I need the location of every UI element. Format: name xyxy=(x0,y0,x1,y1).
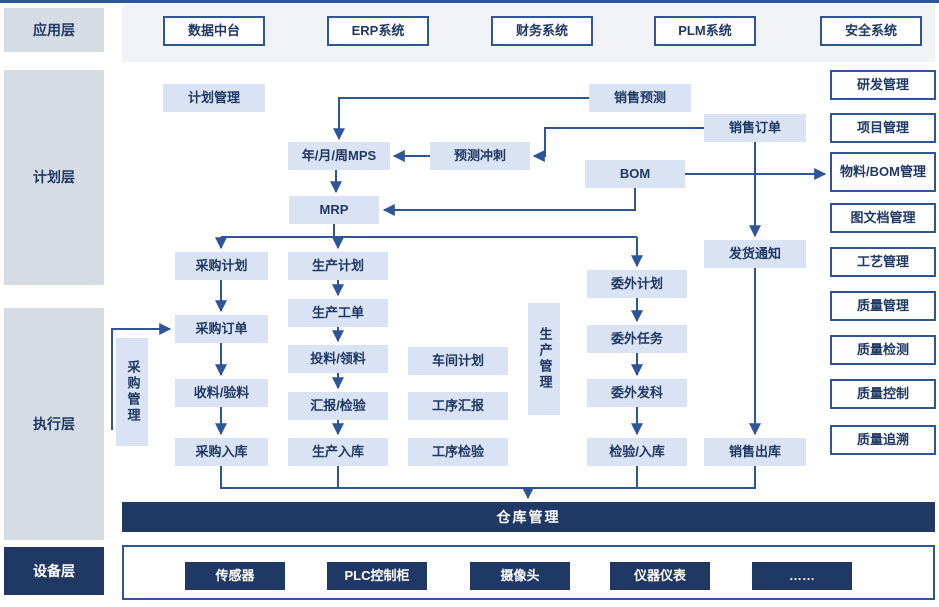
node-receiving-inspection: 收料/验料 xyxy=(175,379,268,407)
node-bom: BOM xyxy=(585,160,685,188)
node-purchase-order: 采购订单 xyxy=(175,315,268,343)
node-forecast-netting: 预测冲刺 xyxy=(430,142,530,170)
node-purchase-mgmt: 采购管理 xyxy=(116,338,148,446)
warehouse-bar: 仓库管理 xyxy=(122,502,935,532)
node-outsource-plan: 委外计划 xyxy=(587,270,687,298)
layer-device: 设备层 xyxy=(4,547,104,595)
layer-plan: 计划层 xyxy=(4,70,104,285)
node-production-order: 生产工单 xyxy=(288,299,388,327)
node-quality-mgmt: 质量管理 xyxy=(830,291,936,321)
node-production-plan: 生产计划 xyxy=(288,252,388,280)
bottom-divider xyxy=(0,0,939,3)
node-mrp: MRP xyxy=(289,196,379,224)
node-sales-order: 销售订单 xyxy=(704,114,806,142)
node-material-issue: 投料/领料 xyxy=(288,345,388,373)
node-outsource-issue: 委外发科 xyxy=(587,379,687,407)
node-production-mgmt: 生产管理 xyxy=(528,303,560,415)
node-erp-system: ERP系统 xyxy=(327,16,429,46)
node-plc-cabinet: PLC控制柜 xyxy=(327,562,427,590)
node-project-mgmt: 项目管理 xyxy=(830,113,936,143)
layer-app: 应用层 xyxy=(4,8,104,52)
node-outsource-task: 委外任务 xyxy=(587,325,687,353)
node-rnd-mgmt: 研发管理 xyxy=(830,70,936,100)
node-operation-inspection: 工序检验 xyxy=(408,438,508,466)
node-delivery-notice: 发货通知 xyxy=(704,240,806,268)
node-data-platform: 数据中台 xyxy=(163,16,265,46)
node-sensor: 传感器 xyxy=(185,562,285,590)
node-purchase-plan: 采购计划 xyxy=(175,252,268,280)
node-doc-mgmt: 图文档管理 xyxy=(830,203,936,233)
node-security-system: 安全系统 xyxy=(820,16,922,46)
node-operation-report: 工序汇报 xyxy=(408,392,508,420)
node-quality-trace: 质量追溯 xyxy=(830,425,936,455)
node-process-mgmt: 工艺管理 xyxy=(830,247,936,277)
node-inspection-inbound: 检验/入库 xyxy=(587,438,687,466)
node-instrument: 仪器仪表 xyxy=(610,562,710,590)
node-mps: 年/月/周MPS xyxy=(288,142,390,170)
node-workshop-plan: 车间计划 xyxy=(408,347,508,375)
node-plan-mgmt: 计划管理 xyxy=(163,84,265,112)
node-finance-system: 财务系统 xyxy=(491,16,593,46)
node-quality-control: 质量控制 xyxy=(830,379,936,409)
node-camera: 摄像头 xyxy=(470,562,570,590)
node-report-inspection: 汇报/检验 xyxy=(288,392,388,420)
node-purchase-inbound: 采购入库 xyxy=(175,438,268,466)
node-sales-forecast: 销售预测 xyxy=(589,84,691,112)
layer-exec: 执行层 xyxy=(4,308,104,540)
node-quality-inspection: 质量检测 xyxy=(830,335,936,365)
node-plm-system: PLM系统 xyxy=(654,16,756,46)
node-material-bom-mgmt: 物料/BOM管理 xyxy=(830,152,936,192)
node-sales-outbound: 销售出库 xyxy=(704,438,806,466)
node-ellipsis: …… xyxy=(752,562,852,590)
node-production-inbound: 生产入库 xyxy=(288,438,388,466)
